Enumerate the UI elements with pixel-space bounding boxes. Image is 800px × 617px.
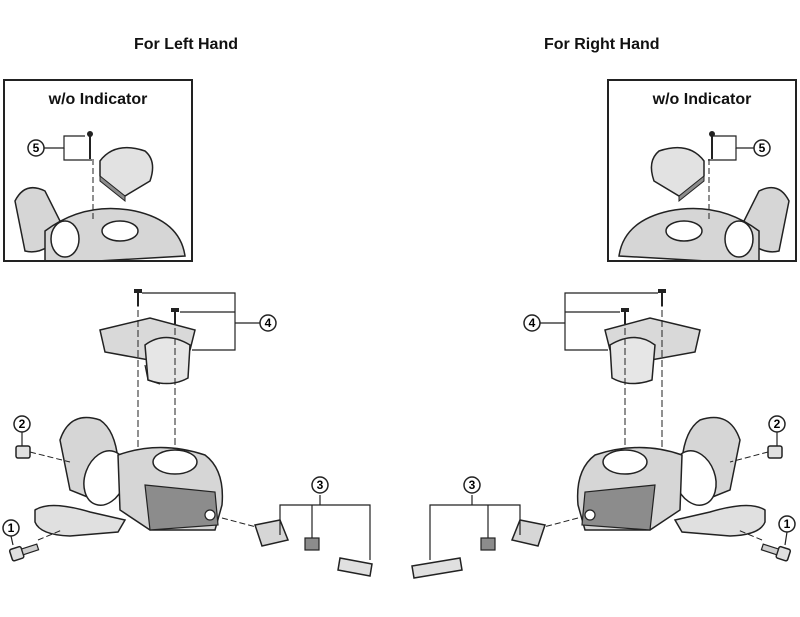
svg-text:4: 4 [265, 316, 272, 330]
left-inset-drawing [14, 131, 186, 260]
svg-text:2: 2 [774, 417, 781, 431]
svg-text:5: 5 [759, 141, 766, 155]
right-inset-drawing [618, 131, 790, 260]
right-inset-title: w/o Indicator [652, 91, 752, 108]
svg-text:3: 3 [317, 478, 324, 492]
left-callout-5: 5 [27, 135, 92, 161]
left-hand-heading: For Left Hand [134, 36, 238, 53]
svg-text:4: 4 [529, 316, 536, 330]
right-callout-2: 2 [768, 415, 786, 446]
right-callout-5: 5 [708, 135, 771, 161]
svg-text:5: 5 [33, 141, 40, 155]
svg-text:2: 2 [19, 417, 26, 431]
right-callout-3: 3 [463, 476, 481, 494]
right-callout-4: 4 [523, 314, 541, 332]
left-callout-4: 4 [259, 314, 277, 332]
left-callout-1: 1 [2, 519, 20, 546]
svg-text:3: 3 [469, 478, 476, 492]
left-inset-title: w/o Indicator [48, 91, 148, 108]
left-inset-box: w/o Indicator [3, 79, 193, 262]
right-shifter-assembly [411, 289, 792, 579]
left-callout-3: 3 [311, 476, 329, 494]
svg-text:1: 1 [8, 521, 15, 535]
right-callout-1: 1 [778, 515, 796, 546]
right-inset-box: w/o Indicator [607, 79, 797, 262]
svg-text:1: 1 [784, 517, 791, 531]
right-hand-heading: For Right Hand [544, 36, 660, 53]
left-shifter-assembly [8, 289, 373, 577]
left-callout-2: 2 [13, 415, 31, 446]
